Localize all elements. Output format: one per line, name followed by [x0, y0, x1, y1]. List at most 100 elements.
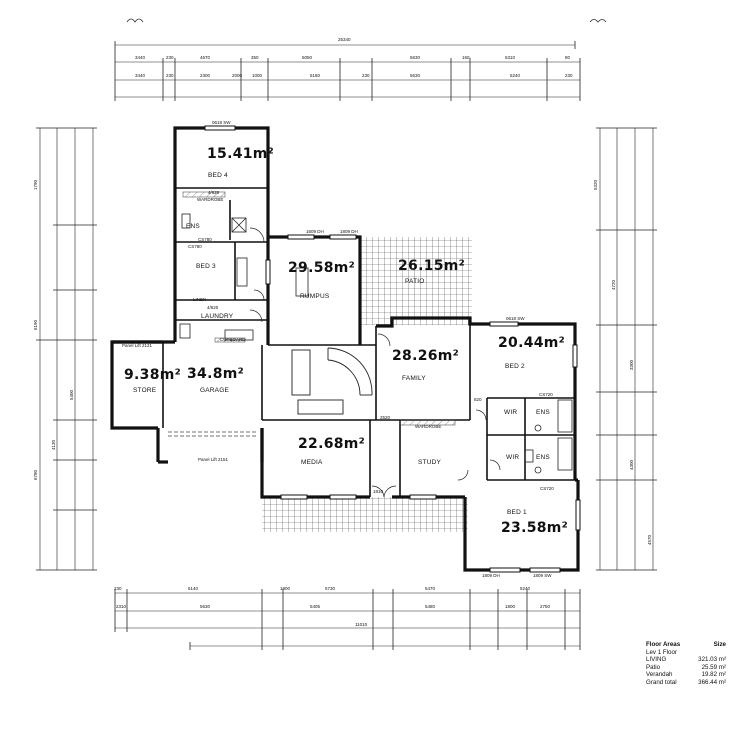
room-patio: PATIO — [405, 278, 425, 285]
laundry-code: 4/620 — [207, 305, 219, 310]
floor-areas-level-label: Lev 1 Floor — [646, 648, 677, 656]
room-linen: LINEN — [193, 297, 207, 302]
right-dim-2: 4720 — [611, 279, 616, 290]
top-dim-7: 160 — [462, 55, 470, 60]
window-rumpus-right: 1809 DH — [340, 229, 358, 234]
top-dim-r2-3: 2300 — [200, 73, 211, 78]
top-dim-8: 5310 — [505, 55, 516, 60]
top-dimension-lines — [114, 41, 581, 101]
area-store: 9.38m² — [124, 367, 182, 383]
cupboard-strip — [214, 337, 246, 343]
wardrobe-strip-family — [399, 419, 456, 426]
room-laundry: LAUNDRY — [201, 313, 234, 320]
bottom-dim-r2-3: 5405 — [310, 604, 321, 609]
top-dim-1: 3440 — [135, 55, 146, 60]
bottom-dim-2: 1800 — [280, 586, 291, 591]
right-dimension-lines — [596, 127, 657, 571]
left-dim-1: 1790 — [33, 179, 38, 190]
floor-areas-row-value: 19.82 m² — [701, 671, 726, 679]
top-dim-r2-4: 2000 — [232, 73, 243, 78]
floor-areas-row: Patio 25.59 m² — [646, 664, 726, 672]
area-bed2: 20.44m² — [498, 335, 566, 351]
opening-1810: 1810 — [373, 489, 384, 494]
cs-bed1: CS720 — [540, 486, 554, 491]
room-ens-low: ENS — [536, 454, 550, 461]
floor-areas-row-name: Patio — [646, 663, 661, 671]
floor-areas-row-value: 25.59 m² — [701, 663, 726, 671]
top-dim-r2-10: 230 — [565, 73, 573, 78]
floor-areas-size-label: Size — [713, 641, 726, 648]
floor-areas-row-value: 366.44 m² — [698, 678, 726, 686]
wardrobe-strip-bed4 — [182, 191, 226, 198]
wardrobe-family: WARDROBE — [415, 424, 442, 429]
bird-mark-right — [589, 19, 607, 23]
top-dim-r2-8: 5630 — [410, 73, 421, 78]
room-bed4: BED 4 — [208, 172, 228, 179]
panel-lift-store: Panel Lift 2121 — [122, 343, 153, 348]
top-dim-4: 350 — [251, 55, 259, 60]
bottom-dim-4: 5470 — [425, 586, 436, 591]
panel-lift-garage: Panel Lift 2151 — [198, 457, 229, 462]
left-dim-4: 4130 — [51, 439, 56, 450]
windows — [204, 125, 581, 573]
bottom-total: 11010 — [355, 622, 368, 627]
floor-areas-row: Verandah 19.82 m² — [646, 671, 726, 679]
floor-areas-level: Lev 1 Floor — [646, 649, 726, 657]
top-dim-r2-7: 5180 — [310, 73, 321, 78]
opening-2520: 2520 — [380, 415, 391, 420]
bird-mark-left — [126, 18, 144, 23]
bathroom-fixtures — [179, 213, 573, 474]
bottom-dim-r2-5: 1800 — [505, 604, 516, 609]
top-dim-6: 5630 — [410, 55, 421, 60]
bottom-dim-r2-2: 5630 — [200, 604, 211, 609]
overall-dimension: 25340 — [338, 37, 351, 42]
verandah-floor — [262, 497, 468, 532]
area-bed1: 23.58m² — [501, 520, 569, 536]
door-swings — [249, 227, 501, 498]
bottom-dim-5: 5240 — [520, 586, 531, 591]
top-dim-r2-5: 1000 — [252, 73, 263, 78]
floor-areas-header: Floor Areas Size — [646, 641, 726, 649]
room-family: FAMILY — [402, 375, 426, 382]
room-wir-top: WIR — [504, 409, 518, 416]
patio-floor — [360, 237, 472, 325]
top-dim-r2-2: 230 — [166, 73, 174, 78]
bottom-dim-1: 6140 — [188, 586, 199, 591]
room-store: STORE — [133, 387, 157, 394]
room-media: MEDIA — [301, 459, 323, 466]
room-ens-mid: ENS — [536, 409, 550, 416]
bottom-dim-3: 5730 — [325, 586, 336, 591]
top-dim-3: 4670 — [200, 55, 211, 60]
room-bed3: BED 3 — [196, 263, 216, 270]
top-dim-5: 5050 — [302, 55, 313, 60]
area-media: 22.68m² — [298, 436, 366, 452]
cs-bed3: CS780 — [188, 244, 202, 249]
area-patio: 26.15m² — [398, 258, 466, 274]
area-family: 28.26m² — [392, 348, 460, 364]
right-dim-4: 4300 — [629, 459, 634, 470]
window-bed1-bottom: 1809 DH — [482, 573, 500, 578]
floor-areas-row-name: Grand total — [646, 678, 677, 686]
window-bed1-bottom-2: 1809 SW — [533, 573, 552, 578]
floor-areas-title: Floor Areas — [646, 641, 681, 648]
top-dim-r2-6: 230 — [362, 73, 370, 78]
room-ens-top: ENS — [186, 223, 200, 230]
right-dim-1: 5320 — [593, 179, 598, 190]
cs-bed4: 4/620 — [208, 190, 220, 195]
floor-areas-row-value: 321.03 m² — [698, 656, 726, 664]
area-rumpus: 29.58m² — [288, 260, 356, 276]
left-dimension-lines — [36, 127, 97, 571]
area-garage: 34.8m² — [187, 366, 245, 382]
window-bed2: 0618 SW — [506, 316, 525, 321]
bottom-dim-6: 230 — [114, 586, 122, 591]
bottom-dim-r2-4: 5480 — [425, 604, 436, 609]
left-dim-5: 5400 — [69, 389, 74, 400]
window-rumpus-left: 1609 DH — [306, 229, 324, 234]
room-study: STUDY — [418, 459, 442, 466]
cupboard-label: CUPBOARD — [220, 337, 246, 342]
left-dim-2: 6190 — [33, 319, 38, 330]
floor-areas-row-name: Verandah — [646, 671, 673, 679]
room-bed2: BED 2 — [505, 363, 525, 370]
left-dim-3: 6780 — [33, 469, 38, 480]
room-bed1: BED 1 — [507, 509, 527, 516]
